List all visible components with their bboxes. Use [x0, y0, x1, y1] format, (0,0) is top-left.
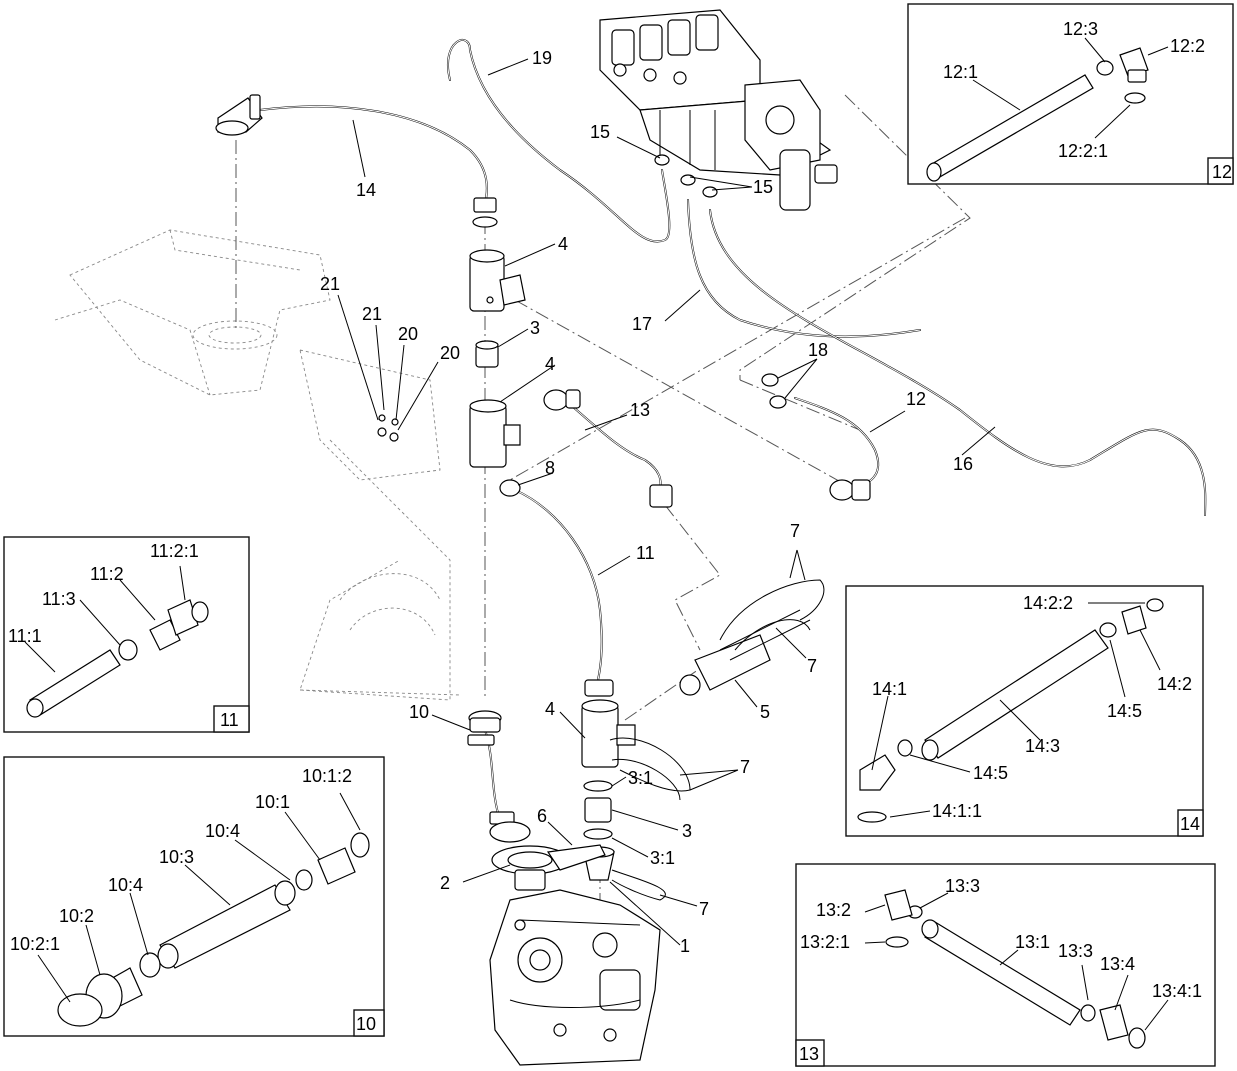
label-10-2: 10:2 — [59, 906, 94, 926]
detail-box-10-number: 10 — [356, 1014, 376, 1034]
label-13-4-1: 13:4:1 — [1152, 981, 1202, 1001]
label-14-5-lower: 14:5 — [973, 763, 1008, 783]
detail-13-hose — [884, 889, 1146, 1049]
callout-4-middle: 4 — [545, 354, 555, 374]
callout-7-lower: 7 — [740, 757, 750, 777]
label-13-3-lower: 13:3 — [1058, 941, 1093, 961]
detail-box-10: 10 10:1:2 10:1 10:4 10:3 10:4 10:2 10:2:… — [3, 756, 385, 1037]
detail-12-hose — [926, 47, 1149, 182]
callout-2: 2 — [440, 873, 450, 893]
callout-3-1-upper: 3:1 — [628, 768, 653, 788]
detail-box-12: 12 12:1 12:3 12:2 12:2:1 — [907, 3, 1234, 185]
label-13-3-upper: 13:3 — [945, 876, 980, 896]
callout-10: 10 — [409, 702, 429, 722]
label-12-2: 12:2 — [1170, 36, 1205, 56]
callout-7-mid: 7 — [807, 656, 817, 676]
label-13-4: 13:4 — [1100, 954, 1135, 974]
callout-3-1-lower: 3:1 — [650, 848, 675, 868]
label-14-5-upper: 14:5 — [1107, 701, 1142, 721]
label-12-1: 12:1 — [943, 62, 978, 82]
detail-box-13-number: 13 — [799, 1044, 819, 1064]
label-14-2-2: 14:2:2 — [1023, 593, 1073, 613]
chassis-outline — [54, 229, 461, 701]
callout-3-bottom: 3 — [682, 821, 692, 841]
callout-21-right: 21 — [362, 304, 382, 324]
detail-box-13: 13 13:3 13:2 13:2:1 13:1 13:3 13:4 13:4:… — [795, 863, 1216, 1067]
label-14-1: 14:1 — [872, 679, 907, 699]
label-12-2-1: 12:2:1 — [1058, 141, 1108, 161]
callout-4-top: 4 — [558, 234, 568, 254]
label-11-2: 11:2 — [90, 564, 124, 584]
label-13-2-1: 13:2:1 — [800, 932, 850, 952]
detail-box-11: 11 11:1 11:3 11:2 11:2:1 — [3, 536, 250, 733]
label-14-1-1: 14:1:1 — [932, 801, 982, 821]
callout-15-right: 15 — [753, 177, 773, 197]
detail-box-14: 14 14:2:2 14:2 14:5 14:1 14:3 14:5 14:1:… — [845, 585, 1204, 837]
callout-21-left: 21 — [320, 274, 340, 294]
detail-11-hose — [26, 599, 209, 718]
callout-7-upper: 7 — [790, 521, 800, 541]
label-11-3: 11:3 — [42, 589, 76, 609]
label-10-1: 10:1 — [255, 792, 290, 812]
callout-12: 12 — [906, 389, 926, 409]
label-11-1: 11:1 — [8, 626, 42, 646]
callout-16: 16 — [953, 454, 973, 474]
callout-4-bottom: 4 — [545, 699, 555, 719]
callout-11: 11 — [636, 543, 655, 563]
callout-1: 1 — [680, 936, 690, 956]
callout-15-left: 15 — [590, 122, 610, 142]
label-14-2: 14:2 — [1157, 674, 1192, 694]
callout-19: 19 — [532, 48, 552, 68]
label-14-3: 14:3 — [1025, 736, 1060, 756]
detail-box-12-number: 12 — [1212, 162, 1232, 182]
label-11-2-1: 11:2:1 — [150, 541, 199, 561]
leader-lines — [337, 58, 996, 946]
fittings — [215, 94, 871, 901]
label-10-3: 10:3 — [159, 847, 194, 867]
label-13-2: 13:2 — [816, 900, 851, 920]
callout-14: 14 — [356, 180, 376, 200]
callout-7-bottom: 7 — [699, 899, 709, 919]
detail-10-hose — [57, 832, 370, 1027]
detail-box-14-number: 14 — [1180, 814, 1200, 834]
callout-20-top: 20 — [398, 324, 418, 344]
pump-assembly — [489, 889, 661, 1066]
detail-14-hose — [857, 598, 1164, 823]
callout-18: 18 — [808, 340, 828, 360]
callout-20-bottom: 20 — [440, 343, 460, 363]
label-10-4-lower: 10:4 — [108, 875, 143, 895]
callout-3-top: 3 — [530, 318, 540, 338]
hoses — [259, 39, 1207, 821]
label-10-2-1: 10:2:1 — [10, 934, 60, 954]
callout-17: 17 — [632, 314, 652, 334]
main-callouts: 19 14 15 15 4 3 21 21 20 20 17 18 12 16 … — [320, 48, 973, 956]
label-10-1-2: 10:1:2 — [302, 766, 352, 786]
label-13-1: 13:1 — [1015, 932, 1050, 952]
callout-6: 6 — [537, 806, 547, 826]
label-10-4-upper: 10:4 — [205, 821, 240, 841]
detail-box-11-number: 11 — [220, 710, 239, 730]
label-12-3: 12:3 — [1063, 19, 1098, 39]
callout-8: 8 — [545, 458, 555, 478]
callout-5: 5 — [760, 702, 770, 722]
valve-manifold — [599, 9, 838, 211]
callout-13: 13 — [630, 400, 650, 420]
